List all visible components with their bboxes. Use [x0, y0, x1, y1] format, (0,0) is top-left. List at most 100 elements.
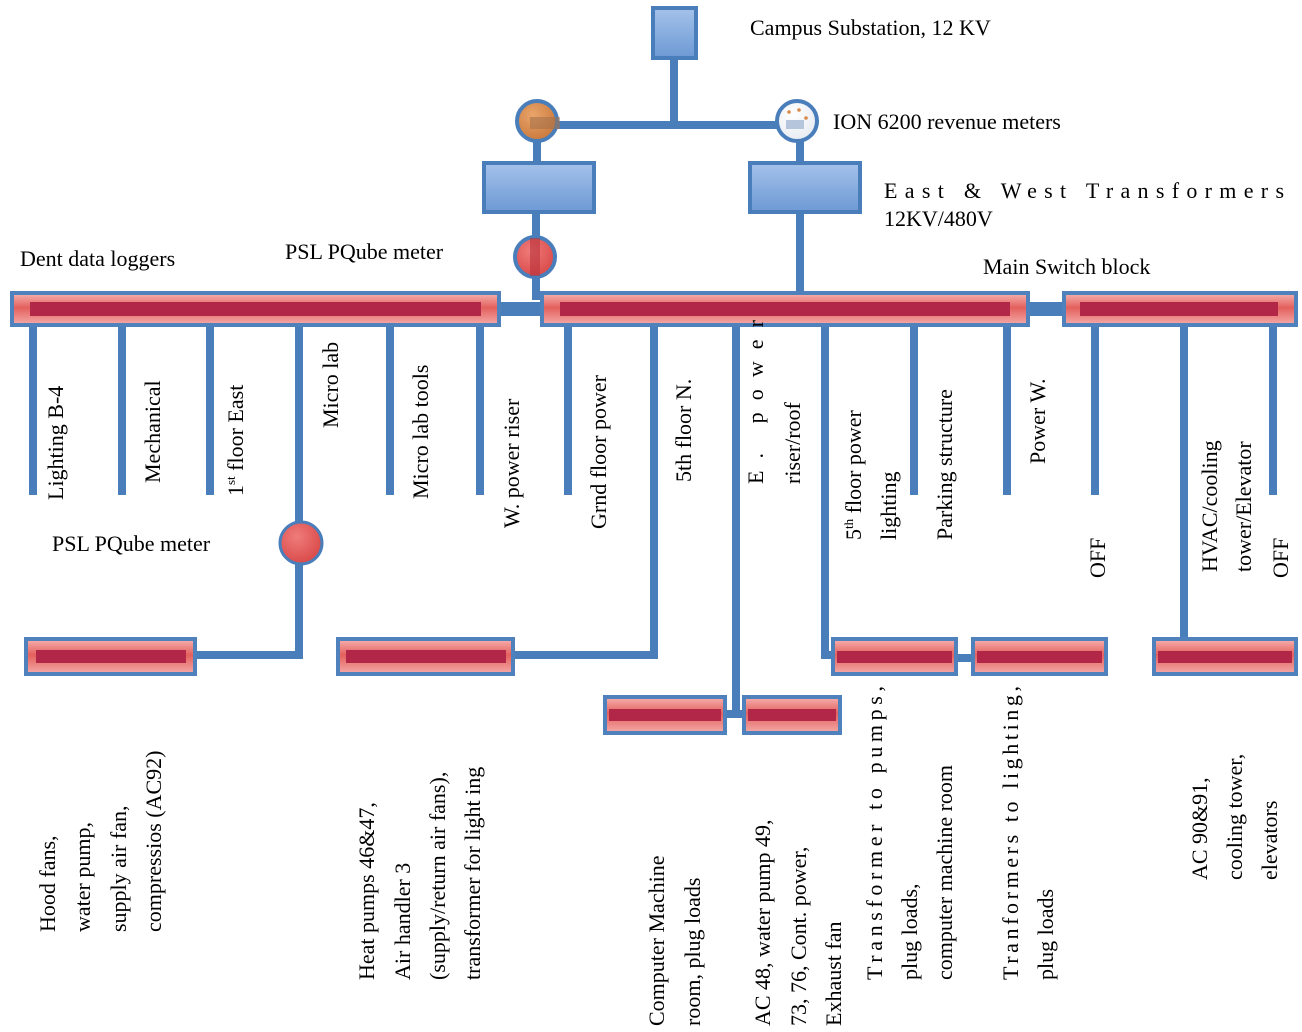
load-heat-pumps-line1: Heat pumps 46&47, — [354, 802, 379, 980]
wire-transformer-link — [956, 654, 974, 662]
feeder-lighting-b4-wire — [29, 327, 37, 495]
hood-load-bus — [24, 637, 197, 676]
load-ac90-line2: cooling tower, — [1222, 754, 1247, 880]
campus-substation-box — [651, 6, 698, 60]
load-ac90-line1: AC 90&91, — [1187, 777, 1212, 880]
feeder-micro-lab-wire — [295, 327, 303, 659]
campus-substation-label: Campus Substation, 12 KV — [750, 15, 991, 40]
feeder-label-off-2: OFF — [1268, 538, 1293, 578]
transformers-label-line2: 12KV/480V — [884, 206, 993, 231]
load-computer-line1: Computer Machine — [644, 856, 669, 1026]
feeder-label-5th-floor-lighting: lighting — [876, 472, 901, 540]
load-hood-line3: supply air fan, — [106, 806, 131, 932]
fifth-num: 5 — [841, 529, 866, 540]
wire-ac48-link — [724, 710, 744, 718]
feeder-off-1-wire — [1091, 327, 1099, 495]
feeder-micro-lab-tools-wire — [386, 327, 394, 495]
wire-bus-link-right — [1028, 302, 1064, 316]
transformers-lighting-load-bus — [971, 637, 1108, 676]
feeder-label-micro-lab: Micro lab — [318, 342, 343, 428]
feeder-label-e-power-line1: E. power — [743, 319, 768, 484]
main-switch-label: Main Switch block — [983, 254, 1150, 279]
wire-right-meter-drop — [796, 126, 804, 163]
wire-5th-power-to-transformer — [821, 651, 835, 659]
computer-load-bus — [603, 695, 727, 735]
feeder-label-w-power-riser: W. power riser — [499, 398, 524, 528]
feeder-label-floor1-east: 1st floor East — [223, 385, 248, 496]
pqube-meter-top — [513, 235, 557, 279]
wire-micro-lab-to-hood — [196, 651, 303, 659]
load-hood-line1: Hood fans, — [35, 835, 60, 932]
pqube-top-label: PSL PQube meter — [285, 239, 444, 264]
feeder-e-power-riser-wire — [732, 327, 740, 717]
feeder-parking-wire — [910, 327, 918, 495]
load-transformers-lighting-line1: Tranformers to lighting, — [998, 686, 1023, 980]
wires — [29, 60, 1277, 718]
wire-meter-bar — [537, 121, 800, 129]
feeder-5th-floor-n-wire — [650, 327, 658, 659]
wire-bus-link-left — [500, 302, 542, 316]
heat-pumps-load-bus — [336, 637, 515, 676]
fifth-sup: th — [841, 518, 856, 529]
load-ac90-line3: elevators — [1257, 801, 1282, 880]
feeder-label-mechanical: Mechanical — [140, 380, 165, 483]
floor1-rest: floor East — [223, 385, 248, 477]
wire-5th-n-to-heat-pumps — [514, 651, 658, 659]
pqube-left-label: PSL PQube meter — [52, 531, 211, 556]
right-transformer-box — [748, 161, 862, 214]
ion-meters-label: ION 6200 revenue meters — [833, 109, 1061, 134]
transformer-pumps-load-bus — [831, 637, 958, 676]
floor1-num: 1 — [223, 485, 248, 496]
feeder-label-hvac-line2: tower/Elevator — [1231, 441, 1256, 572]
feeder-floor1-east-wire — [206, 327, 214, 495]
load-computer-line2: room, plug loads — [680, 878, 705, 1027]
load-hood-line2: water pump, — [70, 822, 95, 932]
ac48-load-bus — [742, 695, 842, 735]
load-heat-pumps-line2: Air handler 3 — [390, 863, 415, 980]
wire-substation-drop — [670, 60, 678, 126]
wire-left-meter-drop — [533, 126, 541, 163]
dent-loggers-label: Dent data loggers — [20, 246, 175, 271]
right-revenue-meter — [775, 99, 819, 143]
load-hood-line4: compressios (AC92) — [141, 751, 166, 932]
feeder-off-2-wire — [1269, 327, 1277, 495]
wire-right-transformer-drop — [796, 212, 804, 300]
fifth-rest: floor power — [841, 409, 866, 518]
feeder-label-parking: Parking structure — [932, 389, 957, 540]
load-labels: Hood fans, water pump, supply air fan, c… — [35, 686, 1282, 1026]
load-transformer-pumps-line3: computer machine room — [932, 765, 957, 980]
feeder-label-e-power-line2: riser/roof — [780, 401, 805, 484]
feeder-label-5th-floor-n: 5th floor N. — [671, 379, 696, 482]
left-revenue-meter — [515, 99, 560, 143]
left-transformer-box — [482, 161, 596, 214]
ac90-load-bus — [1152, 637, 1298, 676]
feeder-label-power-w: Power W. — [1025, 378, 1050, 464]
feeder-hvac-wire — [1180, 327, 1188, 641]
load-transformers-lighting-line2: plug loads — [1033, 889, 1058, 980]
feeder-w-power-riser-wire — [476, 327, 484, 495]
pqube-meter-left — [278, 520, 324, 566]
center-distribution-bus — [540, 291, 1030, 327]
load-heat-pumps-line4: transformer for light ing — [460, 767, 485, 980]
feeder-labels: Lighting B-4 Mechanical 1st floor East M… — [43, 319, 1293, 578]
feeder-label-lighting-b4: Lighting B-4 — [43, 386, 68, 500]
feeder-grnd-floor-wire — [564, 327, 572, 495]
right-distribution-bus — [1062, 291, 1298, 327]
load-ac48-line3: Exhaust fan — [821, 922, 846, 1026]
feeder-label-micro-lab-tools: Micro lab tools — [408, 365, 433, 499]
left-distribution-bus — [10, 291, 501, 327]
feeder-label-5th-floor-power: 5th floor power — [841, 409, 866, 540]
feeder-power-w-wire — [1003, 327, 1011, 495]
load-transformer-pumps-line2: plug loads, — [897, 883, 922, 980]
floor1-sup: st — [223, 476, 238, 485]
feeder-label-hvac-line1: HVAC/cooling — [1197, 440, 1222, 572]
feeder-5th-floor-power-wire — [821, 327, 829, 659]
load-heat-pumps-line3: (supply/return air fans), — [425, 772, 450, 980]
feeder-mechanical-wire — [118, 327, 126, 495]
load-ac48-line1: AC 48, water pump 49, — [750, 819, 775, 1026]
feeder-label-off-1: OFF — [1085, 538, 1110, 578]
transformers-label-line1: East & West Transformers — [884, 178, 1284, 203]
load-transformer-pumps-line1: Transformer to pumps, — [862, 686, 887, 980]
feeder-label-grnd-floor-power: Grnd floor power — [586, 374, 611, 529]
